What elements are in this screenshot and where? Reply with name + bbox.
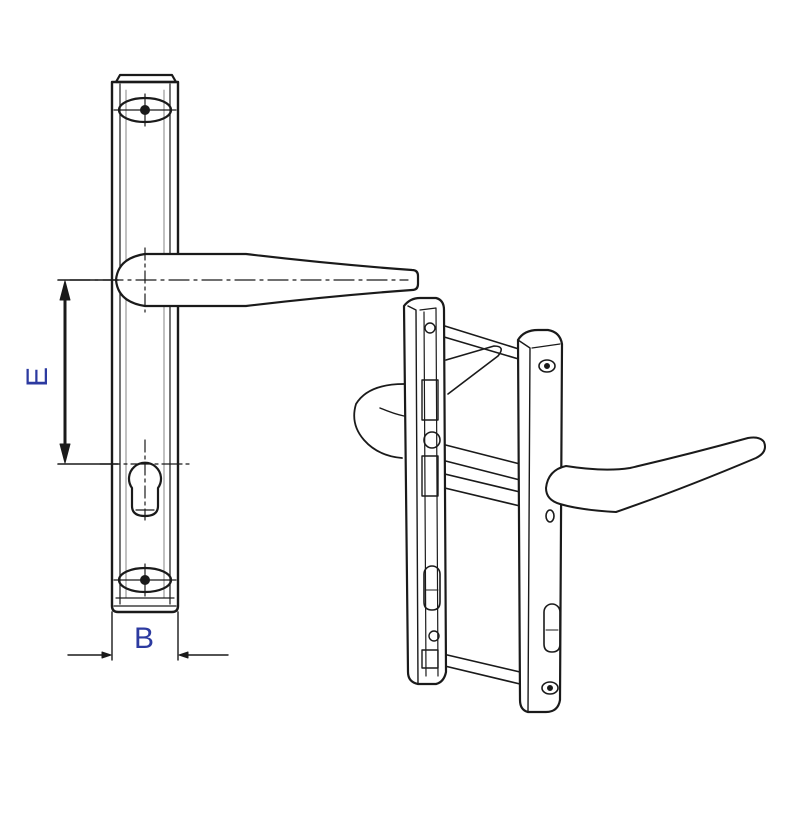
bottom-screw-icon bbox=[113, 563, 177, 597]
lever-handle-front bbox=[69, 247, 420, 313]
dimension-e-label: E bbox=[21, 366, 55, 388]
rear-lever-handle bbox=[353, 345, 502, 459]
dimension-b-label: B bbox=[134, 622, 155, 655]
front-lever-handle bbox=[545, 436, 766, 513]
front-bottom-screw-icon bbox=[541, 681, 559, 695]
front-view-backplate bbox=[110, 73, 180, 614]
front-top-screw-icon bbox=[538, 359, 556, 373]
top-screw-icon bbox=[113, 93, 177, 127]
rear-backplate bbox=[402, 296, 448, 686]
front-cylinder-keyhole-icon bbox=[543, 603, 561, 653]
cylinder-keyhole-icon bbox=[99, 439, 191, 521]
dimension-b bbox=[67, 611, 229, 661]
dimension-e bbox=[57, 279, 119, 465]
front-backplate bbox=[516, 328, 564, 714]
